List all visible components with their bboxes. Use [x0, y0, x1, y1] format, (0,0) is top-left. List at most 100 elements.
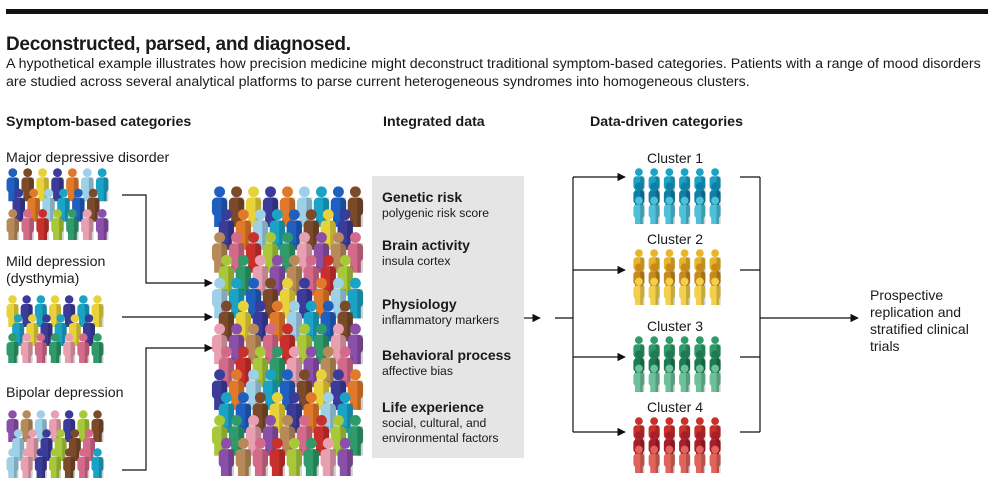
data-item-detail: insula cortex: [382, 254, 451, 268]
cluster-1-label: Cluster 1: [646, 150, 704, 166]
person-figure: [12, 429, 25, 461]
person-figure: [36, 209, 49, 240]
person-figure: [694, 364, 706, 392]
person-figure: [269, 437, 285, 476]
person-figure: [91, 448, 104, 478]
person-figure: [303, 437, 319, 476]
person-figure: [663, 364, 675, 392]
data-item-brain: Brain activity insula cortex: [382, 237, 470, 269]
person-figure: [49, 448, 61, 478]
outcome-label: Prospective replication and stratified c…: [870, 287, 969, 354]
person-figure: [91, 295, 104, 327]
data-item-heading: Brain activity: [382, 237, 470, 253]
person-figure: [347, 277, 364, 319]
integrated-data-panel: Genetic risk polygenic risk score Brain …: [372, 176, 524, 458]
person-figure: [694, 196, 706, 224]
person-figure: [27, 188, 40, 222]
person-figure: [347, 369, 364, 410]
person-figure: [83, 314, 95, 346]
data-item-behavioral: Behavioral process affective bias: [382, 347, 511, 379]
person-figure: [663, 445, 675, 473]
crowd-bipolar: [6, 410, 104, 478]
person-figure: [663, 277, 675, 305]
symptom-group-mdd: Major depressive disorder: [6, 150, 169, 167]
person-figure: [87, 188, 100, 222]
person-figure: [252, 437, 269, 476]
symptom-group-bipolar: Bipolar depression: [6, 385, 124, 402]
person-figure: [91, 410, 104, 442]
data-item-detail: polygenic risk score: [382, 206, 490, 220]
person-figure: [72, 188, 85, 222]
person-figure: [709, 196, 721, 224]
crowd-mdd: [6, 168, 109, 240]
column-heading-datadriven: Data-driven categories: [590, 114, 743, 130]
crowd-dysthymia: [6, 295, 104, 363]
person-figure: [40, 314, 53, 346]
person-figure: [12, 188, 25, 222]
person-figure: [12, 314, 25, 346]
person-figure: [648, 196, 660, 224]
person-figure: [303, 300, 319, 342]
person-figure: [42, 188, 55, 222]
data-item-physiology: Physiology inflammatory markers: [382, 296, 499, 328]
column-heading-integrated: Integrated data: [383, 114, 485, 130]
person-figure: [679, 196, 691, 224]
cluster-3-label: Cluster 3: [646, 318, 704, 334]
crowd-combined: [211, 186, 364, 476]
person-figure: [26, 429, 39, 461]
figure-subtitle: A hypothetical example illustrates how p…: [6, 56, 981, 90]
cluster-3-figures: [633, 336, 721, 392]
symptom-group-label-2: (dysthymia): [6, 271, 80, 287]
person-figure: [81, 209, 94, 240]
person-figure: [49, 333, 61, 363]
person-figure: [68, 429, 81, 461]
person-figure: [6, 448, 19, 478]
person-figure: [77, 448, 90, 478]
column-heading-symptom: Symptom-based categories: [6, 114, 192, 130]
person-figure: [68, 314, 81, 346]
data-item-heading: Behavioral process: [382, 347, 512, 363]
data-item-life: Life experience social, cultural, and en…: [382, 399, 522, 446]
person-figure: [679, 364, 691, 392]
cluster-4-figures: [633, 417, 721, 473]
person-figure: [66, 209, 79, 240]
person-figure: [320, 437, 336, 476]
person-figure: [648, 445, 660, 473]
cluster-2-label: Cluster 2: [646, 231, 704, 247]
data-item-detail: affective bias: [382, 364, 453, 378]
person-figure: [663, 196, 675, 224]
person-figure: [694, 277, 706, 305]
person-figure: [347, 323, 364, 365]
person-figure: [91, 333, 104, 363]
person-figure: [54, 314, 67, 346]
person-figure: [648, 277, 660, 305]
person-figure: [63, 448, 76, 478]
person-figure: [21, 209, 34, 240]
person-figure: [648, 364, 660, 392]
person-figure: [347, 415, 364, 456]
person-figure: [679, 277, 691, 305]
person-figure: [34, 448, 47, 478]
person-figure: [6, 209, 20, 240]
person-figure: [709, 364, 721, 392]
person-figure: [54, 429, 67, 461]
person-figure: [347, 186, 364, 227]
person-figure: [77, 333, 90, 363]
person-figure: [20, 333, 33, 363]
figure-title: Deconstructed, parsed, and diagnosed.: [6, 34, 351, 55]
cluster-1-figures: [633, 168, 721, 224]
data-item-genetic: Genetic risk polygenic risk score: [382, 189, 489, 221]
top-rule: [6, 9, 988, 14]
person-figure: [95, 168, 109, 202]
person-figure: [709, 445, 721, 473]
person-figure: [347, 232, 364, 273]
person-figure: [235, 437, 252, 476]
person-figure: [218, 437, 235, 476]
person-figure: [633, 277, 645, 305]
data-item-heading: Physiology: [382, 296, 457, 312]
person-figure: [26, 314, 39, 346]
person-figure: [49, 295, 61, 327]
person-figure: [633, 445, 645, 473]
person-figure: [95, 209, 109, 240]
